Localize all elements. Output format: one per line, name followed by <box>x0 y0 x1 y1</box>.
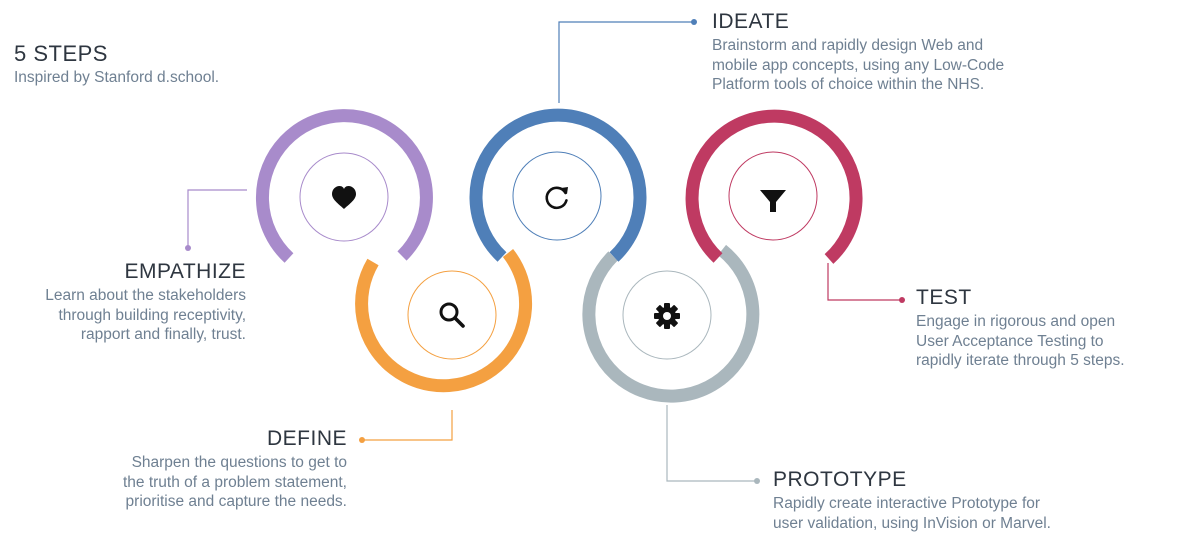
step-prototype-title: PROTOTYPE <box>773 468 907 491</box>
prototype-connector-dot <box>754 478 760 484</box>
intro-block: 5 STEPS Inspired by Stanford d.school. <box>14 42 334 88</box>
step-define-line: Sharpen the questions to get to <box>131 454 347 471</box>
test-connector <box>827 263 902 301</box>
step-ideate-line: Platform tools of choice within the NHS. <box>712 76 985 93</box>
step-define: DEFINE Sharpen the questions to get to t… <box>40 427 347 512</box>
ideate-connector <box>558 21 694 103</box>
refresh-icon <box>545 186 568 210</box>
intro-title: 5 STEPS <box>14 41 108 66</box>
ideate-ring <box>469 108 647 262</box>
step-define-title: DEFINE <box>266 427 347 450</box>
step-test: TEST Engage in rigorous and open User Ac… <box>916 286 1186 371</box>
test-ring <box>685 109 863 264</box>
step-define-line: the truth of a problem statement, <box>122 473 347 491</box>
step-empathize-title: EMPATHIZE <box>124 260 246 283</box>
step-empathize: EMPATHIZE Learn about the stakeholders t… <box>8 260 246 345</box>
step-ideate: IDEATE Brainstorm and rapidly design Web… <box>712 10 1092 95</box>
test-connector-dot <box>899 297 905 303</box>
filter-icon <box>760 190 786 212</box>
step-test-line: User Acceptance Testing to <box>916 332 1104 350</box>
step-ideate-title: IDEATE <box>712 10 790 33</box>
step-ideate-line: Brainstorm and rapidly design Web and <box>712 37 984 54</box>
step-empathize-line: rapport and finally, trust. <box>80 326 246 343</box>
define-inner-circle <box>407 270 497 360</box>
intro-subtitle: Inspired by Stanford d.school. <box>14 69 220 86</box>
empathize-connector <box>187 189 247 248</box>
define-connector-dot <box>359 437 365 443</box>
empathize-connector-dot <box>185 245 191 251</box>
step-empathize-line: Learn about the stakeholders <box>45 287 246 304</box>
step-define-line: prioritise and capture the needs. <box>125 493 347 510</box>
ideate-inner-circle <box>512 151 602 241</box>
define-connector <box>362 410 453 441</box>
empathize-ring <box>255 109 433 263</box>
step-test-line: rapidly iterate through 5 steps. <box>916 352 1125 369</box>
heart-icon <box>332 186 356 209</box>
step-ideate-line: mobile app concepts, using any Low-Code <box>712 56 1005 74</box>
prototype-connector <box>666 405 757 482</box>
step-test-title: TEST <box>916 286 972 309</box>
gear-icon <box>654 303 680 329</box>
ideate-connector-dot <box>691 19 697 25</box>
prototype-ring <box>582 244 760 403</box>
step-prototype-line: Rapidly create interactive Prototype for <box>773 495 1041 512</box>
step-test-line: Engage in rigorous and open <box>916 313 1116 330</box>
search-icon <box>439 302 465 328</box>
define-ring <box>355 248 533 393</box>
step-prototype: PROTOTYPE Rapidly create interactive Pro… <box>773 468 1133 533</box>
step-prototype-line: user validation, using InVision or Marve… <box>773 514 1051 532</box>
step-empathize-line: through building receptivity, <box>58 306 246 324</box>
